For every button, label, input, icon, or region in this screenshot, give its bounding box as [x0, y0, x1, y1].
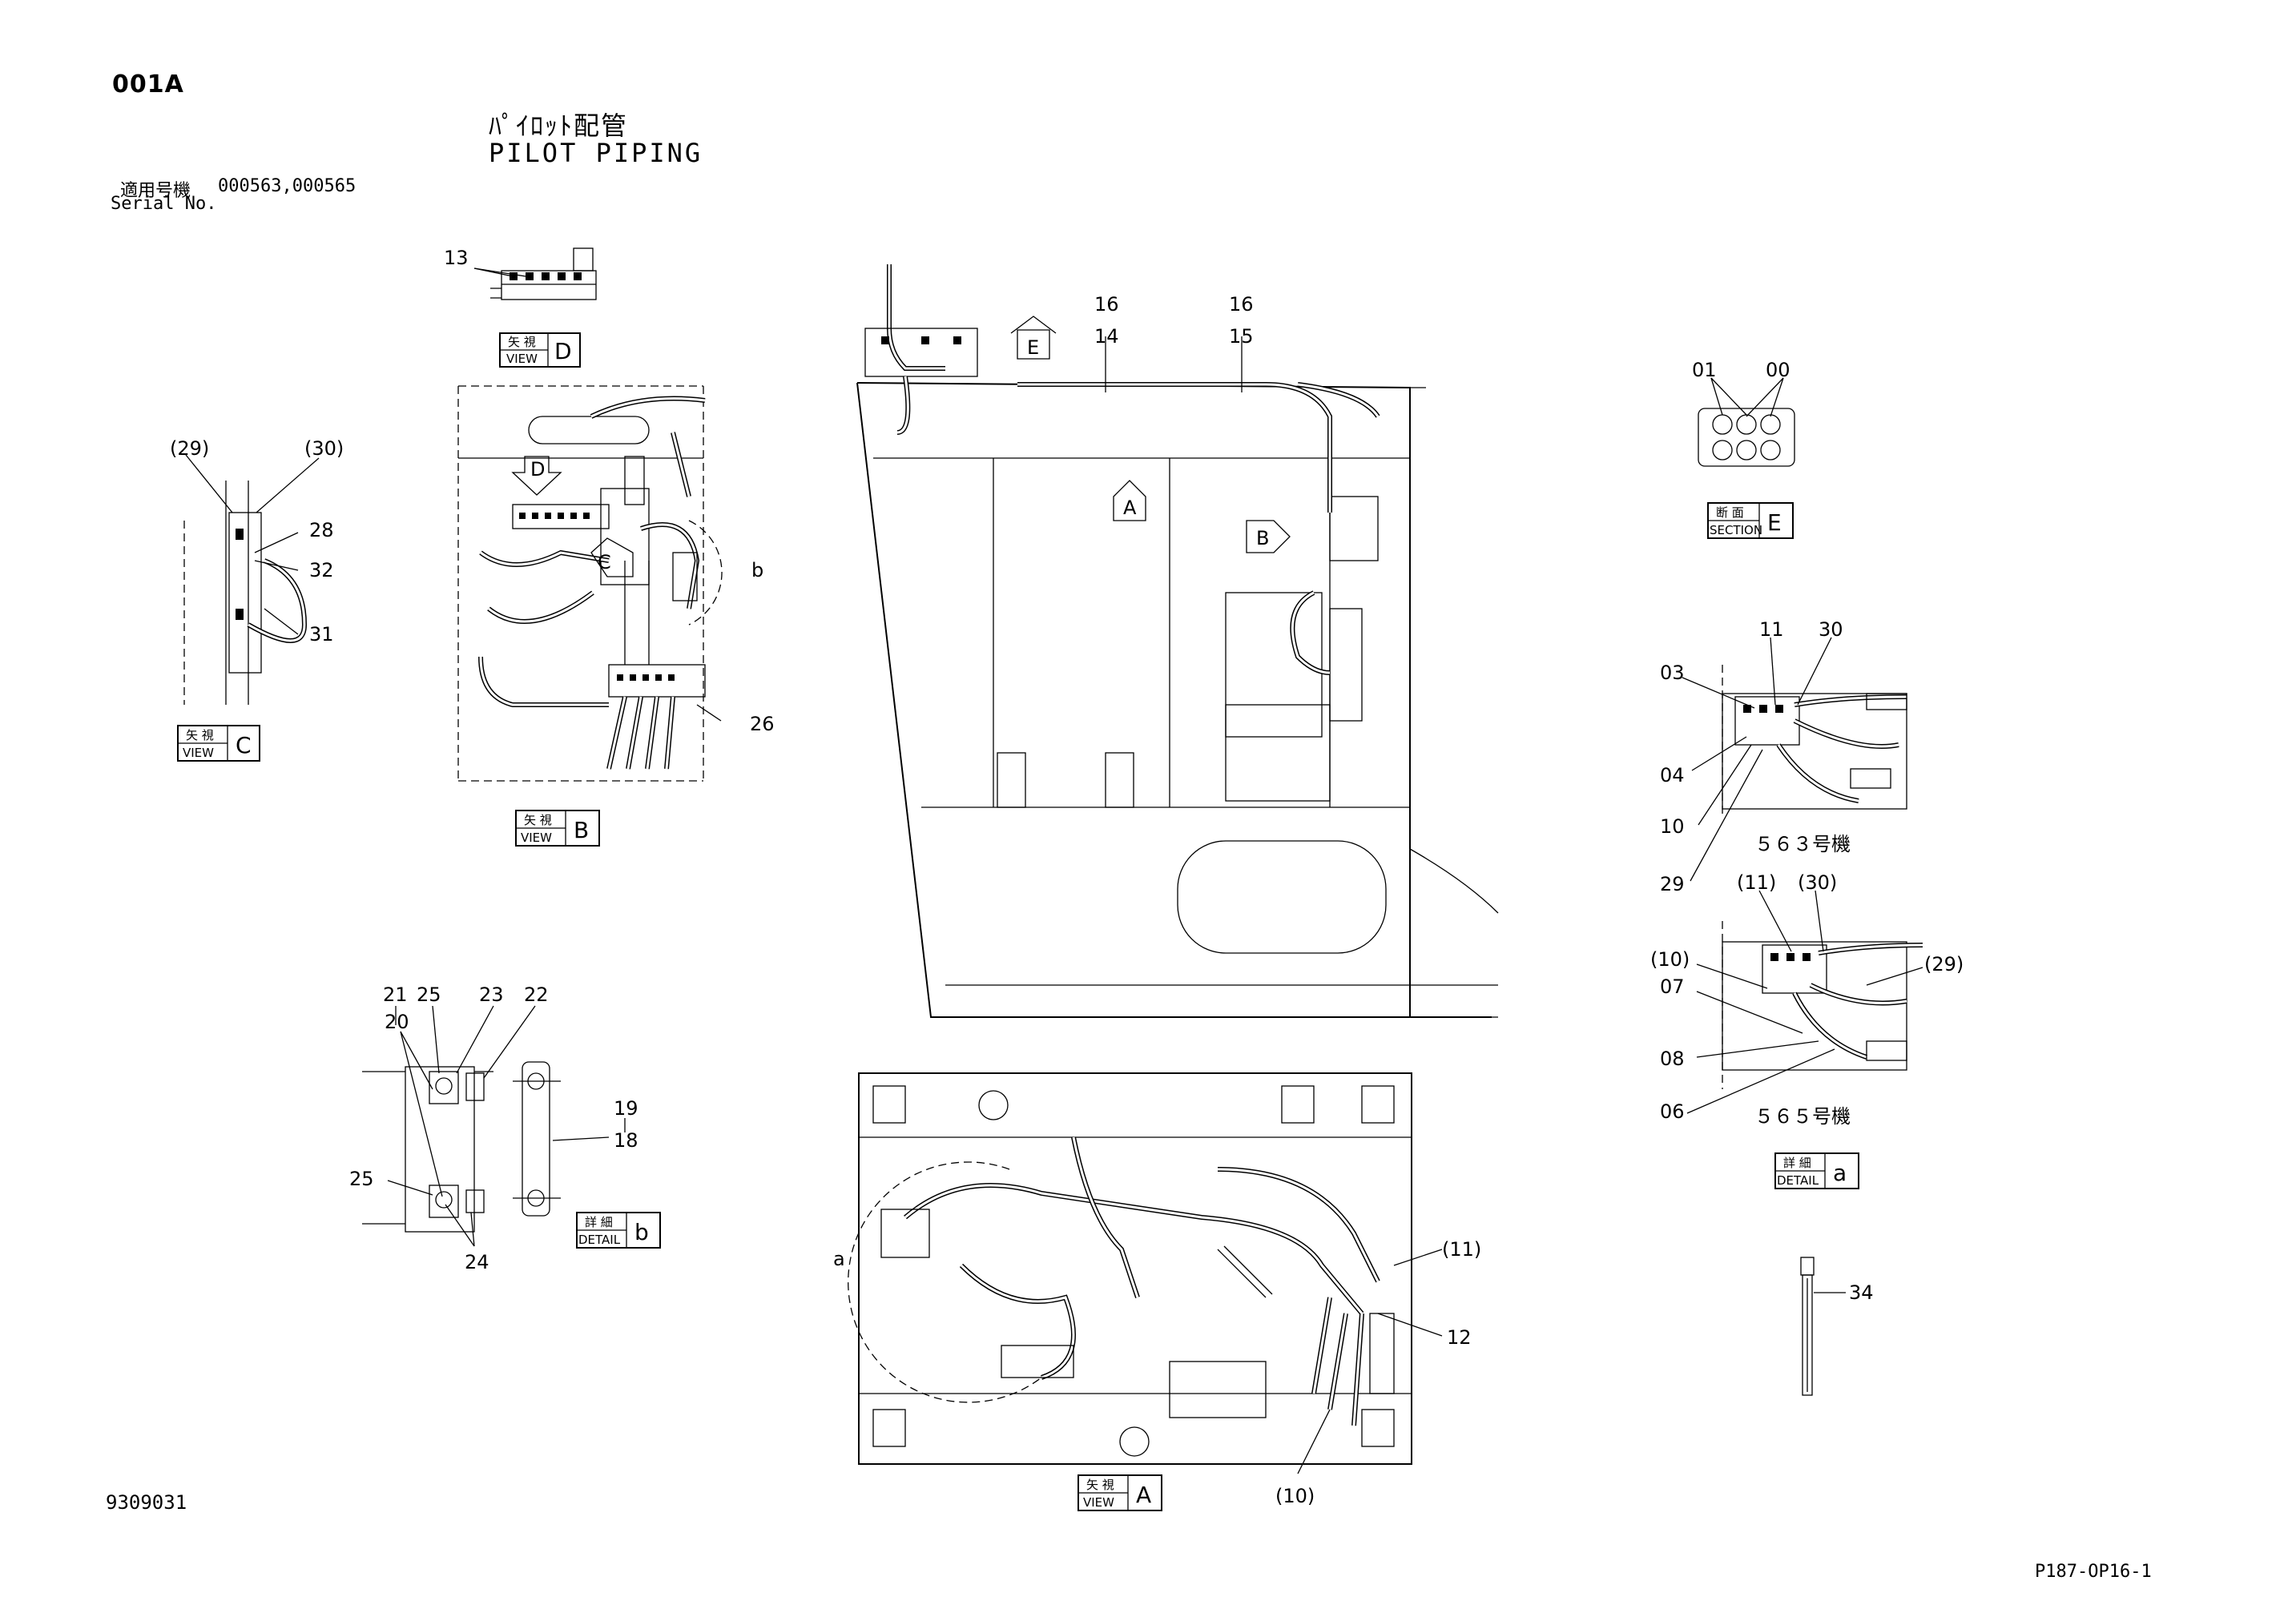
view-b-en: VIEW	[521, 831, 552, 845]
callout-07: 07	[1660, 975, 1685, 998]
arrow-b-letter: B	[1256, 527, 1269, 549]
view-d-en: VIEW	[506, 352, 538, 366]
page-code: 001A	[112, 70, 184, 99]
callout-26: 26	[750, 713, 775, 735]
view-d-letter: D	[554, 338, 572, 364]
variant-563-label: ５６３号機	[1754, 833, 1851, 855]
callout-28: 28	[309, 519, 334, 541]
view-c-jp: 矢 視	[186, 728, 214, 742]
callout-10-paren-a: (10)	[1275, 1485, 1315, 1507]
section-e-label-box: 断 面 SECTION E	[1707, 502, 1794, 539]
view-b-letter: B	[574, 817, 589, 843]
section-e-en: SECTION	[1710, 523, 1762, 537]
sheet-code: P187-OP16-1	[2035, 1562, 2152, 1582]
view-c-label-box: 矢 視 VIEW C	[177, 725, 260, 762]
callout-01: 01	[1692, 359, 1717, 381]
section-e-drawing: 01 00	[1692, 359, 1795, 467]
callout-29-paren: (29)	[170, 437, 209, 460]
view-c-en: VIEW	[183, 746, 214, 760]
view-c-letter: C	[236, 732, 252, 758]
callout-18: 18	[614, 1129, 638, 1152]
detail-b-jp: 詳 細	[585, 1215, 613, 1229]
view-a-drawing: a (11) 12 (10)	[833, 1072, 1481, 1507]
callout-32: 32	[309, 559, 334, 581]
callout-06: 06	[1660, 1100, 1685, 1123]
view-d-jp: 矢 視	[508, 335, 536, 349]
part-34-cable-tie: 34	[1800, 1257, 1874, 1396]
callout-14: 14	[1094, 325, 1119, 348]
view-c-drawing: (29) (30) 28 32 31	[170, 437, 344, 705]
view-a-letter: A	[1136, 1482, 1151, 1508]
callout-13: 13	[444, 247, 469, 269]
view-d-label-box: 矢 視 VIEW D	[499, 332, 581, 368]
callout-11: 11	[1759, 618, 1784, 641]
callout-30-paren: (30)	[304, 437, 344, 460]
view-a-en: VIEW	[1083, 1495, 1114, 1510]
callout-19: 19	[614, 1097, 638, 1120]
detail-b-letter: b	[634, 1219, 649, 1245]
arrow-e-letter: E	[1027, 336, 1039, 359]
main-cab-drawing: 16 14 16 15 E A B	[856, 264, 1499, 1018]
callout-15: 15	[1229, 325, 1254, 348]
callout-23: 23	[479, 983, 504, 1006]
detail-b-drawing: 21 25 23 22 20 19 18 25 24	[349, 983, 638, 1273]
detail-a-letter: a	[1833, 1160, 1847, 1186]
view-a-jp: 矢 視	[1086, 1478, 1114, 1492]
callout-10-paren: (10)	[1650, 948, 1690, 971]
callout-31: 31	[309, 623, 334, 646]
callout-25-top: 25	[417, 983, 441, 1006]
callout-29: 29	[1660, 873, 1685, 895]
detail-a-563-drawing: 03 11 30 04 10 29 ５６３号機	[1660, 618, 1907, 895]
title-english: PILOT PIPING	[489, 138, 703, 168]
detail-a-label-box: 詳 細 DETAIL a	[1774, 1152, 1859, 1189]
callout-21: 21	[383, 983, 408, 1006]
detail-a-jp: 詳 細	[1783, 1156, 1811, 1170]
callout-30: 30	[1819, 618, 1843, 641]
detail-b-en: DETAIL	[578, 1233, 621, 1247]
callout-30-paren-2: (30)	[1798, 871, 1837, 894]
callout-22: 22	[524, 983, 549, 1006]
detail-b-label-box: 詳 細 DETAIL b	[576, 1212, 661, 1249]
callout-29-paren-2: (29)	[1924, 953, 1964, 975]
callout-16-left: 16	[1094, 293, 1119, 316]
serial-values: 000563,000565	[218, 176, 356, 196]
view-b-label-box: 矢 視 VIEW B	[515, 810, 600, 847]
callout-00: 00	[1766, 359, 1790, 381]
view-d-drawing: 13	[444, 247, 597, 300]
callout-11-paren: (11)	[1737, 871, 1776, 894]
section-e-letter: E	[1767, 509, 1782, 536]
callout-03: 03	[1660, 662, 1685, 684]
callout-25-bottom: 25	[349, 1168, 374, 1190]
serial-label-english: Serial No.	[111, 194, 217, 214]
variant-565-label: ５６５号機	[1754, 1105, 1851, 1128]
callout-34: 34	[1849, 1281, 1874, 1304]
serial-label-japanese: 適用号機	[120, 181, 191, 201]
callout-12: 12	[1447, 1326, 1472, 1349]
callout-20: 20	[385, 1011, 409, 1033]
document-number: 9309031	[106, 1491, 187, 1514]
callout-24: 24	[465, 1251, 489, 1273]
section-e-jp: 断 面	[1716, 505, 1744, 520]
callout-08: 08	[1660, 1048, 1685, 1070]
arrow-d-letter: D	[530, 458, 545, 481]
detail-a-565-drawing: (11) (30) (10) 07 (29) 08 06 ５６５号機	[1650, 871, 1964, 1128]
title-japanese: ﾊﾟｲﾛｯﾄ配管	[489, 111, 629, 141]
circle-label-a: a	[833, 1248, 845, 1270]
callout-10: 10	[1660, 815, 1685, 838]
view-b-jp: 矢 視	[524, 813, 552, 827]
callout-16-right: 16	[1229, 293, 1254, 316]
callout-04: 04	[1660, 764, 1685, 786]
arrow-a-letter: A	[1123, 497, 1137, 519]
view-a-label-box: 矢 視 VIEW A	[1078, 1474, 1162, 1511]
circle-label-b: b	[751, 559, 763, 581]
callout-11-paren-a: (11)	[1442, 1238, 1481, 1261]
arrow-c-letter: C	[598, 551, 611, 573]
detail-a-en: DETAIL	[1777, 1173, 1819, 1188]
view-b-drawing: b 26 D C	[457, 385, 775, 782]
